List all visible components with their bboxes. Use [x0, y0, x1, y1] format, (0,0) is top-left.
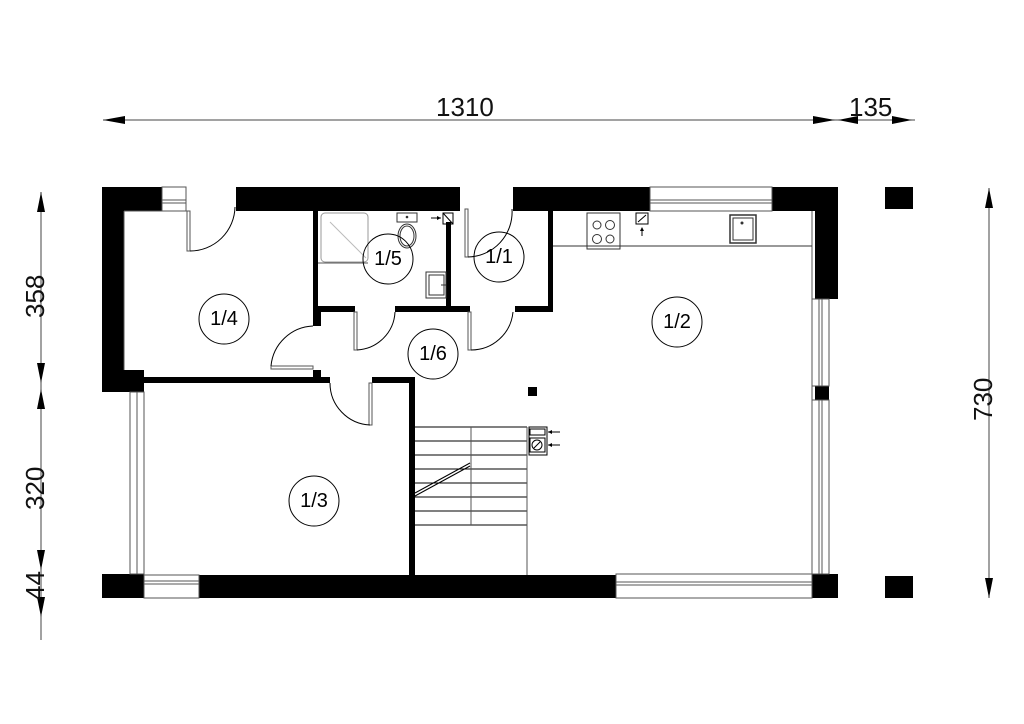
column-top: [885, 187, 913, 209]
dimension-right: 730: [968, 188, 998, 598]
svg-text:1/3: 1/3: [300, 490, 328, 512]
boiler: [528, 426, 560, 456]
kitchen-sink: [729, 214, 757, 244]
dim-height-total: 730: [968, 378, 998, 421]
svg-text:1/5: 1/5: [374, 248, 402, 270]
room-1-6[interactable]: 1/6: [407, 328, 459, 380]
room-1-4[interactable]: 1/4: [198, 293, 250, 345]
column-bottom: [885, 576, 913, 598]
doors: [186, 206, 514, 426]
interior-walls: [144, 211, 553, 575]
exterior-walls: [102, 187, 913, 598]
room-labels: 1/1 1/2 1/3 1/4 1/5 1/6: [198, 231, 703, 527]
dim-width-ext: 135: [849, 92, 892, 122]
dimension-left: 358 320 44: [20, 192, 50, 640]
washbasin: [425, 271, 447, 299]
svg-text:1/4: 1/4: [210, 308, 238, 330]
svg-text:1/2: 1/2: [663, 311, 691, 333]
room-1-2[interactable]: 1/2: [651, 296, 703, 348]
room-1-5[interactable]: 1/5: [362, 233, 414, 285]
chimney: [528, 387, 537, 396]
stairs: [414, 426, 528, 575]
shower-tray: [318, 212, 369, 264]
svg-text:1/1: 1/1: [485, 246, 513, 268]
door-1-4-hall[interactable]: [270, 325, 314, 370]
stove: [586, 212, 621, 250]
room-1-1[interactable]: 1/1: [473, 231, 525, 283]
door-1-1-hall[interactable]: [467, 311, 514, 351]
dim-h-upper: 358: [20, 275, 50, 318]
windows: [123, 186, 830, 599]
room-1-3[interactable]: 1/3: [288, 475, 340, 527]
fixtures: [318, 212, 812, 396]
dim-h-lower: 320: [20, 467, 50, 510]
dimension-top: 1310 135: [103, 92, 915, 124]
door-1-4-top[interactable]: [186, 206, 236, 252]
kitchen-vent-duct: [635, 212, 649, 236]
dim-h-wall: 44: [20, 571, 50, 600]
svg-text:1/6: 1/6: [419, 343, 447, 365]
dim-width-main: 1310: [436, 92, 494, 122]
ventilation-duct: [431, 212, 454, 225]
door-1-1-entrance[interactable]: [464, 208, 513, 258]
door-1-5[interactable]: [353, 311, 396, 351]
door-1-3[interactable]: [329, 382, 373, 426]
